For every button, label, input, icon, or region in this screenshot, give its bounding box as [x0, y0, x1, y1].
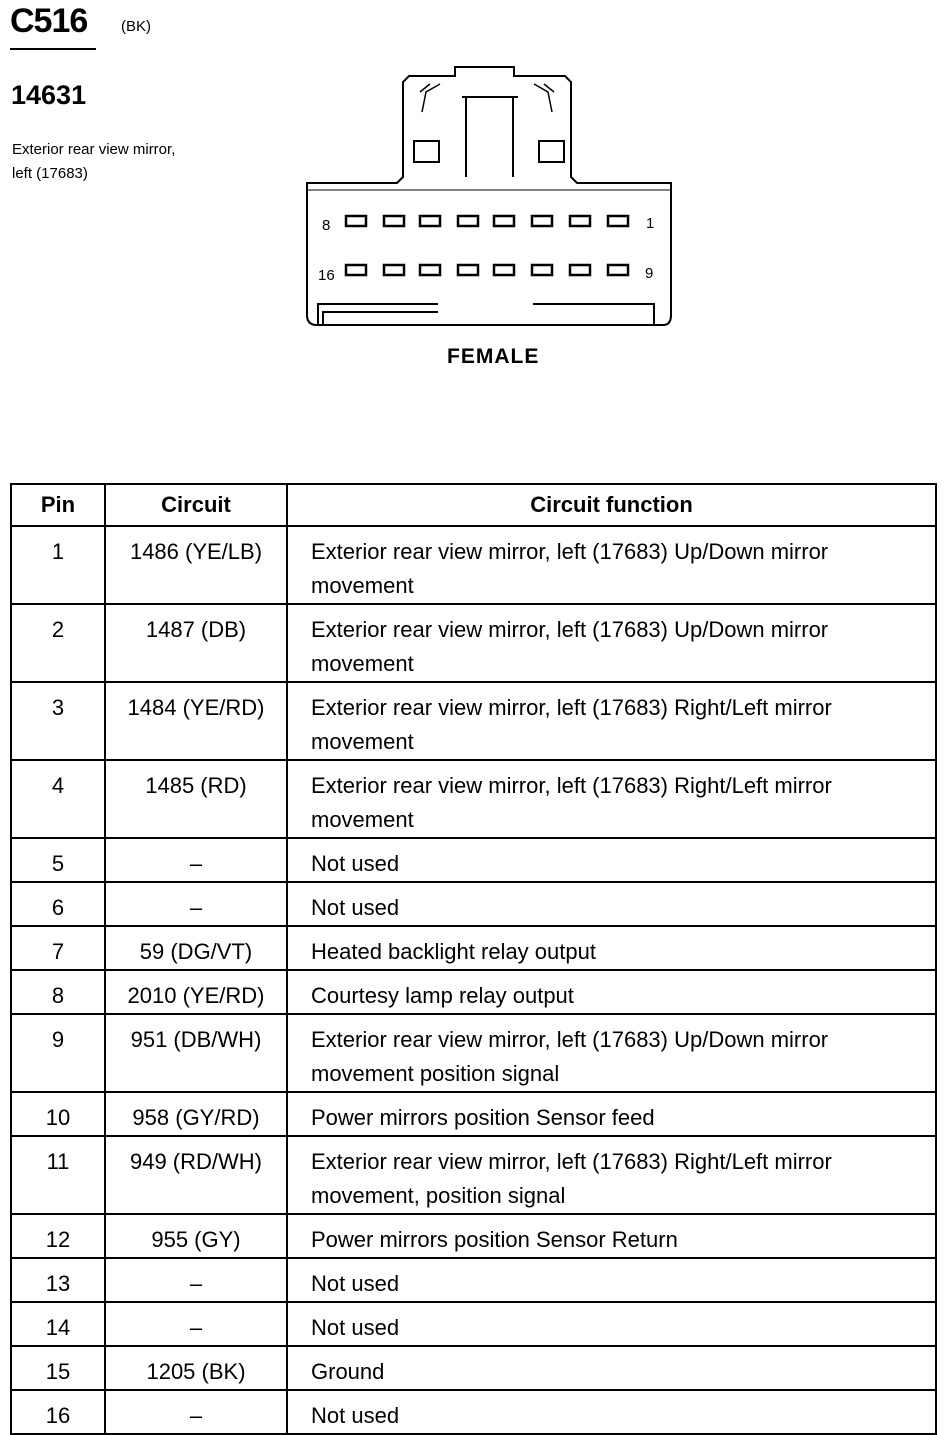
- connector-color: (BK): [121, 18, 151, 35]
- connector-id-underline: [10, 48, 96, 50]
- circuit-cell: 1205 (BK): [104, 1345, 288, 1391]
- circuit-function-cell: Exterior rear view mirror, left (17683) …: [286, 759, 937, 839]
- connector-id: C516: [10, 2, 88, 40]
- pin-cavity: [492, 263, 516, 277]
- pin-cavity: [492, 214, 516, 228]
- pin-cavity: [418, 214, 442, 228]
- pin-number-cell: 14: [10, 1301, 106, 1347]
- pin-number-cell: 12: [10, 1213, 106, 1259]
- circuit-cell: –: [104, 881, 288, 927]
- pin-number-cell: 1: [10, 525, 106, 605]
- circuit-function-cell: Exterior rear view mirror, left (17683) …: [286, 1013, 937, 1093]
- circuit-function-cell: Ground: [286, 1345, 937, 1391]
- pin-number-cell: 7: [10, 925, 106, 971]
- pin-cavity: [418, 263, 442, 277]
- circuit-function-cell: Courtesy lamp relay output: [286, 969, 937, 1015]
- circuit-cell: 1485 (RD): [104, 759, 288, 839]
- circuit-cell: 59 (DG/VT): [104, 925, 288, 971]
- circuit-cell: –: [104, 837, 288, 883]
- circuit-function-cell: Power mirrors position Sensor feed: [286, 1091, 937, 1137]
- pin-number-cell: 3: [10, 681, 106, 761]
- pin-cavity: [344, 214, 368, 228]
- pin-cavity: [456, 214, 480, 228]
- pin-number-cell: 10: [10, 1091, 106, 1137]
- pin-cavity: [606, 263, 630, 277]
- pin-label-16: 16: [318, 267, 335, 284]
- pin-label-8: 8: [322, 217, 330, 234]
- circuit-function-cell: Power mirrors position Sensor Return: [286, 1213, 937, 1259]
- pin-number-cell: 15: [10, 1345, 106, 1391]
- circuit-function-cell: Not used: [286, 1301, 937, 1347]
- pin-number-cell: 6: [10, 881, 106, 927]
- circuit-function-cell: Not used: [286, 837, 937, 883]
- connector-face-diagram: 8 1 16 9: [306, 66, 672, 326]
- circuit-function-cell: Not used: [286, 1389, 937, 1435]
- pin-cavity: [344, 263, 368, 277]
- pinout-row: 16–Not used: [10, 1389, 937, 1435]
- circuit-cell: 958 (GY/RD): [104, 1091, 288, 1137]
- circuit-function-cell: Exterior rear view mirror, left (17683) …: [286, 603, 937, 683]
- pin-cavity: [382, 263, 406, 277]
- circuit-cell: 955 (GY): [104, 1213, 288, 1259]
- pinout-row: 6–Not used: [10, 881, 937, 927]
- circuit-cell: 1484 (YE/RD): [104, 681, 288, 761]
- pinout-row: 13–Not used: [10, 1257, 937, 1303]
- pin-cavities: [344, 214, 630, 277]
- connector-housing: [306, 66, 672, 326]
- pin-cavity: [530, 214, 554, 228]
- pin-number-cell: 16: [10, 1389, 106, 1435]
- circuit-cell: 949 (RD/WH): [104, 1135, 288, 1215]
- column-header-circuit: Circuit: [104, 483, 288, 527]
- circuit-function-cell: Not used: [286, 881, 937, 927]
- pin-cavity: [568, 263, 592, 277]
- pin-number-cell: 11: [10, 1135, 106, 1215]
- pin-number-cell: 2: [10, 603, 106, 683]
- pin-number-cell: 13: [10, 1257, 106, 1303]
- pin-label-1: 1: [646, 215, 654, 232]
- circuit-cell: –: [104, 1389, 288, 1435]
- circuit-cell: –: [104, 1257, 288, 1303]
- circuit-function-cell: Not used: [286, 1257, 937, 1303]
- pin-number-cell: 9: [10, 1013, 106, 1093]
- pin-number-cell: 8: [10, 969, 106, 1015]
- circuit-cell: 1487 (DB): [104, 603, 288, 683]
- connector-description: Exterior rear view mirror, left (17683): [12, 141, 176, 182]
- pin-cavity: [456, 263, 480, 277]
- circuit-cell: 2010 (YE/RD): [104, 969, 288, 1015]
- connector-gender-label: FEMALE: [447, 345, 540, 368]
- circuit-cell: –: [104, 1301, 288, 1347]
- circuit-cell: 1486 (YE/LB): [104, 525, 288, 605]
- circuit-function-cell: Exterior rear view mirror, left (17683) …: [286, 1135, 937, 1215]
- pin-cavity: [382, 214, 406, 228]
- pin-cavity: [568, 214, 592, 228]
- pin-cavity: [606, 214, 630, 228]
- circuit-function-cell: Heated backlight relay output: [286, 925, 937, 971]
- pinout-row: 14–Not used: [10, 1301, 937, 1347]
- pinout-row: 5–Not used: [10, 837, 937, 883]
- circuit-function-cell: Exterior rear view mirror, left (17683) …: [286, 525, 937, 605]
- pin-label-9: 9: [645, 265, 653, 282]
- pin-number-cell: 5: [10, 837, 106, 883]
- column-header-function: Circuit function: [286, 483, 937, 527]
- circuit-cell: 951 (DB/WH): [104, 1013, 288, 1093]
- column-header-pin: Pin: [10, 483, 106, 527]
- circuit-function-cell: Exterior rear view mirror, left (17683) …: [286, 681, 937, 761]
- part-number: 14631: [11, 80, 87, 110]
- pin-number-cell: 4: [10, 759, 106, 839]
- pin-cavity: [530, 263, 554, 277]
- pinout-header-row: Pin Circuit Circuit function: [10, 483, 937, 527]
